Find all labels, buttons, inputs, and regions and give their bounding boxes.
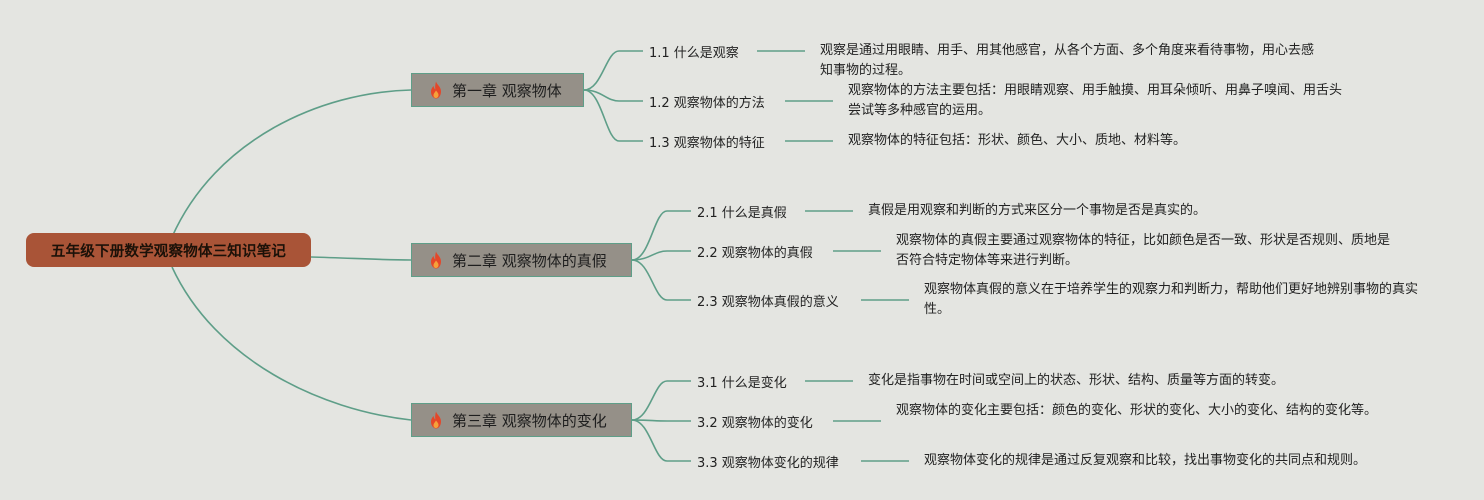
chapter-title: 第一章 观察物体 <box>452 81 562 100</box>
topic-description: 观察物体的方法主要包括：用眼睛观察、用手触摸、用耳朵倾听、用鼻子嗅闻、用舌头尝试… <box>848 83 1343 118</box>
flame-icon <box>428 411 444 429</box>
chapter-3-to-topic-2-line <box>631 419 691 422</box>
topic-description: 变化是指事物在时间或空间上的状态、形状、结构、质量等方面的转变。 <box>868 373 1285 388</box>
chapter-title: 第二章 观察物体的真假 <box>452 251 607 270</box>
chapter-2-to-topic-2-line <box>631 250 691 261</box>
root-to-chapter-2-line <box>310 256 412 261</box>
chapter-2-to-topic-3-line <box>631 259 691 301</box>
topic-description: 观察物体变化的规律是通过反复观察和比较，找出事物变化的共同点和规则。 <box>924 453 1367 468</box>
topic-description: 观察物体的特征包括：形状、颜色、大小、质地、材料等。 <box>848 133 1187 148</box>
chapter-1-to-topic-3-line <box>583 89 643 142</box>
chapter-2-to-topic-1-line <box>631 210 691 261</box>
chapter-3-to-topic-3-line <box>631 419 691 462</box>
chapter-1-to-topic-1-line <box>583 50 643 91</box>
topic-description: 观察是通过用眼睛、用手、用其他感官，从各个方面、多个角度来看待事物，用心去感知事… <box>820 43 1315 78</box>
topic-description: 观察物体的变化主要包括：颜色的变化、形状的变化、大小的变化、结构的变化等。 <box>896 403 1378 418</box>
chapter-3-to-topic-1-line <box>631 380 691 421</box>
root-title: 五年级下册数学观察物体三知识笔记 <box>50 243 287 260</box>
chapter-node-3[interactable]: 第三章 观察物体的变化 <box>411 403 632 437</box>
topic-label[interactable]: 1.1 什么是观察 <box>649 46 739 61</box>
topic-label[interactable]: 3.2 观察物体的变化 <box>697 416 813 431</box>
topic-label[interactable]: 2.2 观察物体的真假 <box>697 246 813 261</box>
chapter-1-to-topic-2-line <box>583 89 643 102</box>
topic-description: 观察物体的真假主要通过观察物体的特征，比如颜色是否一致、形状是否规则、质地是否符… <box>896 233 1391 268</box>
topic-label[interactable]: 3.1 什么是变化 <box>697 376 787 391</box>
chapter-title: 第三章 观察物体的变化 <box>452 411 607 430</box>
flame-icon <box>428 81 444 99</box>
chapter-node-2[interactable]: 第二章 观察物体的真假 <box>411 243 632 277</box>
topic-description: 观察物体真假的意义在于培养学生的观察力和判断力，帮助他们更好地辨别事物的真实性。 <box>924 282 1419 317</box>
root-node[interactable]: 五年级下册数学观察物体三知识笔记 <box>26 233 311 267</box>
topic-label[interactable]: 2.1 什么是真假 <box>697 206 787 221</box>
topic-label[interactable]: 1.2 观察物体的方法 <box>649 96 765 111</box>
topic-label[interactable]: 1.3 观察物体的特征 <box>649 136 765 151</box>
topic-label[interactable]: 3.3 观察物体变化的规律 <box>697 456 839 471</box>
topic-description: 真假是用观察和判断的方式来区分一个事物是否是真实的。 <box>868 203 1207 218</box>
topic-label[interactable]: 2.3 观察物体真假的意义 <box>697 295 839 310</box>
root-to-chapter-3-line <box>171 266 412 421</box>
root-to-chapter-1-line <box>171 89 412 238</box>
chapter-node-1[interactable]: 第一章 观察物体 <box>411 73 584 107</box>
flame-icon <box>428 251 444 269</box>
